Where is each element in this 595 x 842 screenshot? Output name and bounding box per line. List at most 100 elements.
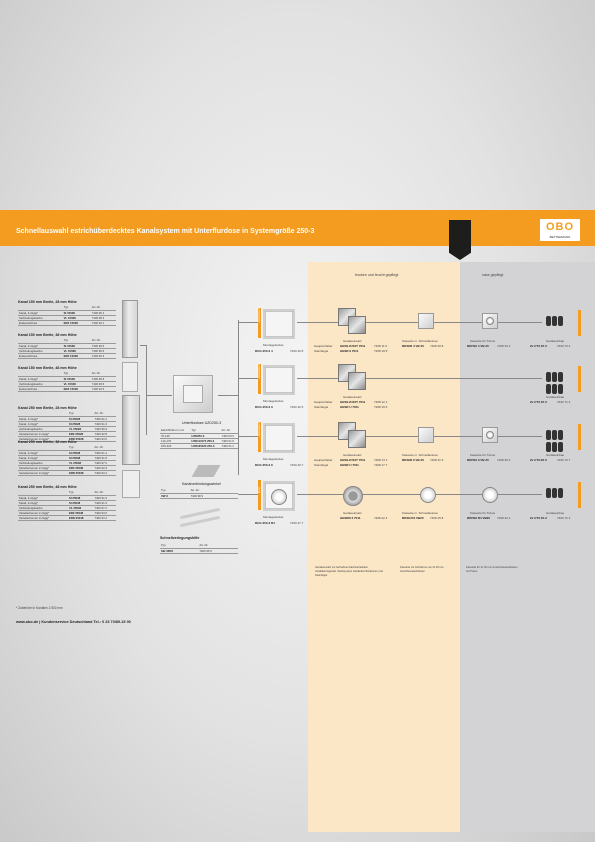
table-cell: 7400 93 2	[93, 470, 116, 476]
table-cell: VL 15048	[62, 381, 91, 387]
table-cell: 7400 96 9	[93, 426, 116, 432]
table-cell: ERZ 25038	[67, 465, 94, 471]
socket-icon	[558, 384, 563, 394]
mounting-lid-art: 7400 47 7	[290, 521, 304, 525]
channel-table-head: Art.-Nr.	[93, 490, 116, 496]
channel-section-title: Kanal 150 mm Breite, 38 mm Höhe	[18, 333, 77, 337]
socket-icon	[546, 316, 551, 326]
mounting-lid-label: Montagedeckel	[263, 343, 284, 347]
table-cell: 7400 91 5	[93, 495, 116, 501]
table-cell: VL 25048	[67, 505, 94, 511]
channel-table-head	[18, 490, 68, 496]
ud-2-2: 7400 01 2	[220, 443, 238, 449]
table-cell: 7400 91 9	[93, 500, 116, 506]
header-bar	[0, 210, 595, 246]
ud-2-0: 165-220	[160, 443, 191, 449]
socket-icon	[552, 372, 557, 382]
unterflurdose-table: Estrichhöhe in mm Typ Art.-Nr. 70-125 UZ…	[160, 428, 238, 449]
table-cell: 7400 91 4	[93, 450, 116, 456]
channel-table-head: Art.-Nr.	[90, 338, 116, 344]
device-insert-r2-type: GESR 9 7011	[340, 349, 359, 353]
connector-line	[238, 322, 260, 323]
device-insert-r2-art: 7408 17 7	[374, 463, 388, 467]
mounting-lid-image	[263, 423, 295, 453]
cassette-label: Kassette m. Schnellautosa	[402, 453, 438, 457]
award-badge-icon	[449, 220, 471, 260]
socket-icon	[552, 430, 557, 440]
table-cell: ERZ 15028	[62, 320, 91, 326]
sv-1: 7400 95 0	[198, 548, 238, 554]
mounting-lid-type: DUG 250-3 4	[255, 349, 273, 353]
table-cell: ERZ 15038	[62, 353, 91, 359]
device-insert-r1-desc: Hauptschalter	[314, 344, 333, 348]
table-cell: Endverschluss	[18, 320, 63, 326]
mounting-lid-image	[263, 481, 295, 511]
device-insert-r2-art: 7408 19 6	[374, 405, 388, 409]
table-cell: Kanal, 2-zügig*	[18, 343, 63, 349]
table-cell: SI 15038	[62, 343, 91, 349]
schienen-title: Schnellverlegungshilfe	[160, 536, 200, 540]
channel-table-head: Art.-Nr.	[93, 411, 116, 417]
tubus-type: RKFN2 R4 VB20	[467, 516, 491, 520]
footnote: * Zubehöre in Kanälen 2.500 mm	[16, 606, 63, 610]
table-cell: Kanal, 2-zügig*	[18, 310, 63, 316]
table-cell: VL 25028	[67, 426, 94, 432]
installation-label: Geräteeinbau	[546, 511, 565, 515]
logo-subtext: BETTERMANN	[549, 235, 571, 239]
table-cell: 7400 91 6	[93, 421, 116, 427]
table-cell: VL 25038	[67, 460, 94, 466]
channel-table-head: Typ	[67, 411, 94, 417]
table-cell: 7400 96 5	[90, 348, 116, 354]
table-cell: Verbindungslasche	[18, 460, 68, 466]
table-cell: SI 15048	[62, 376, 91, 382]
table-cell: Verbindungslasche	[18, 505, 68, 511]
udh-0: Estrichhöhe in mm	[160, 428, 191, 434]
table-cell: ERZ 25028	[67, 431, 94, 437]
device-insert-r1-art: 7408 42 4	[374, 516, 388, 520]
size-tag-label: Nennweite 3	[258, 364, 261, 379]
channel-table-head	[18, 371, 63, 377]
table-cell: Endverschluss	[18, 353, 63, 359]
mounting-lid-image	[263, 365, 295, 395]
obo-logo	[540, 219, 580, 241]
socket-icon	[546, 488, 551, 498]
mounting-lid-image	[263, 309, 295, 339]
installation-art: 7400 70 2	[557, 344, 571, 348]
kassette-note: Kassette zur Aufnahme von 3x 45 mm Ansch…	[400, 566, 444, 573]
channel-section-title: Kanal 150 mm Breite, 48 mm Höhe	[18, 366, 77, 370]
kanalwinkel-table: Typ Art.-Nr. VW 3 7400 98 9	[160, 488, 238, 499]
ud-2-1: UZD165220 250-3	[190, 443, 221, 449]
right-size-tag	[578, 310, 581, 336]
size-tag-label: Nennweite 4	[258, 308, 261, 323]
table-cell: ERZ 15048	[62, 386, 91, 392]
ud-1-0: 110-170	[160, 438, 191, 444]
channel-table-head: Art.-Nr.	[90, 305, 116, 311]
connector-line	[238, 378, 260, 379]
cassette-image	[418, 313, 434, 329]
ud-1-2: 7400 01 6	[220, 438, 238, 444]
table-cell: 7400 90 6	[90, 343, 116, 349]
mounting-lid-art: 7400 40 8	[290, 349, 304, 353]
tubus-label: Kassette für Tubus	[470, 511, 496, 515]
device-insert-r1-type: GES9-2U10T 7011	[340, 458, 366, 462]
connector-line	[140, 345, 146, 346]
cassette-art: 7408 31 9	[430, 458, 444, 462]
channel-section-title: Kanal 150 mm Breite, 28 mm Höhe	[18, 300, 77, 304]
svh-0: Typ	[160, 543, 199, 549]
installation-type: 2x UT3 4S 3	[530, 400, 547, 404]
page-title: Schnellauswahl estrichüberdecktes Kanals…	[16, 228, 315, 235]
geraeteeinsatz-note: Geräteeinsatz zur Aufnahme Flachsteckdos…	[315, 566, 383, 577]
mounting-lid-type: DUG 250-3 3	[255, 405, 273, 409]
table-cell: 7400 90 8	[90, 376, 116, 382]
table-cell: 7400 92 3	[90, 353, 116, 359]
cassette-label: Kassette m. Schnellautosa	[402, 339, 438, 343]
